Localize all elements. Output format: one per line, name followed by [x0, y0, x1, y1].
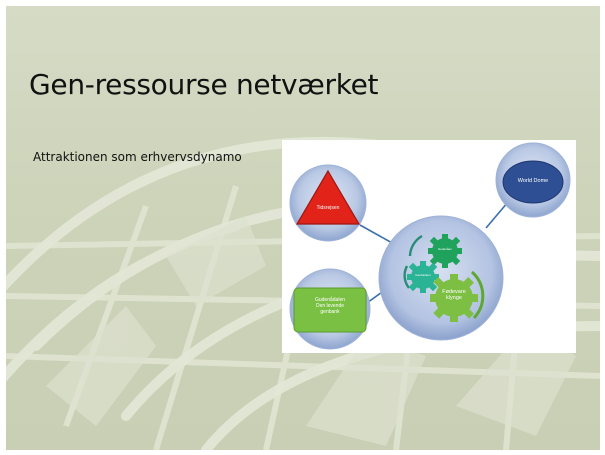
gear-top-label: Gudenåen [437, 247, 452, 251]
slide: Gen-ressourse netværket Attraktionen som… [6, 6, 600, 450]
gudenaadalen-node [289, 268, 371, 350]
network-diagram: Tidsrejsen World Dome Gudenådalen Den le… [282, 140, 576, 353]
tidsrejsen-node [289, 164, 367, 242]
gear-middle [407, 261, 439, 293]
slide-title: Gen-ressourse netværket [29, 68, 379, 101]
central-cluster-node [378, 215, 504, 341]
gear-big [430, 274, 478, 322]
network-diagram-graphic [289, 142, 571, 350]
gudenaadalen-label: Gudenådalen Den levende genbank [314, 297, 346, 315]
gear-middle-label: Genbanken [415, 273, 431, 277]
fodevare-klynge-label: Fødevare klynge [442, 289, 466, 302]
world-dome-label: World Dome [517, 178, 549, 184]
world-dome-node [495, 142, 571, 218]
slide-subtitle: Attraktionen som erhvervsdynamo [33, 150, 242, 164]
tidsrejsen-label: Tidsrejsen [316, 205, 340, 211]
gear-top [428, 234, 462, 268]
